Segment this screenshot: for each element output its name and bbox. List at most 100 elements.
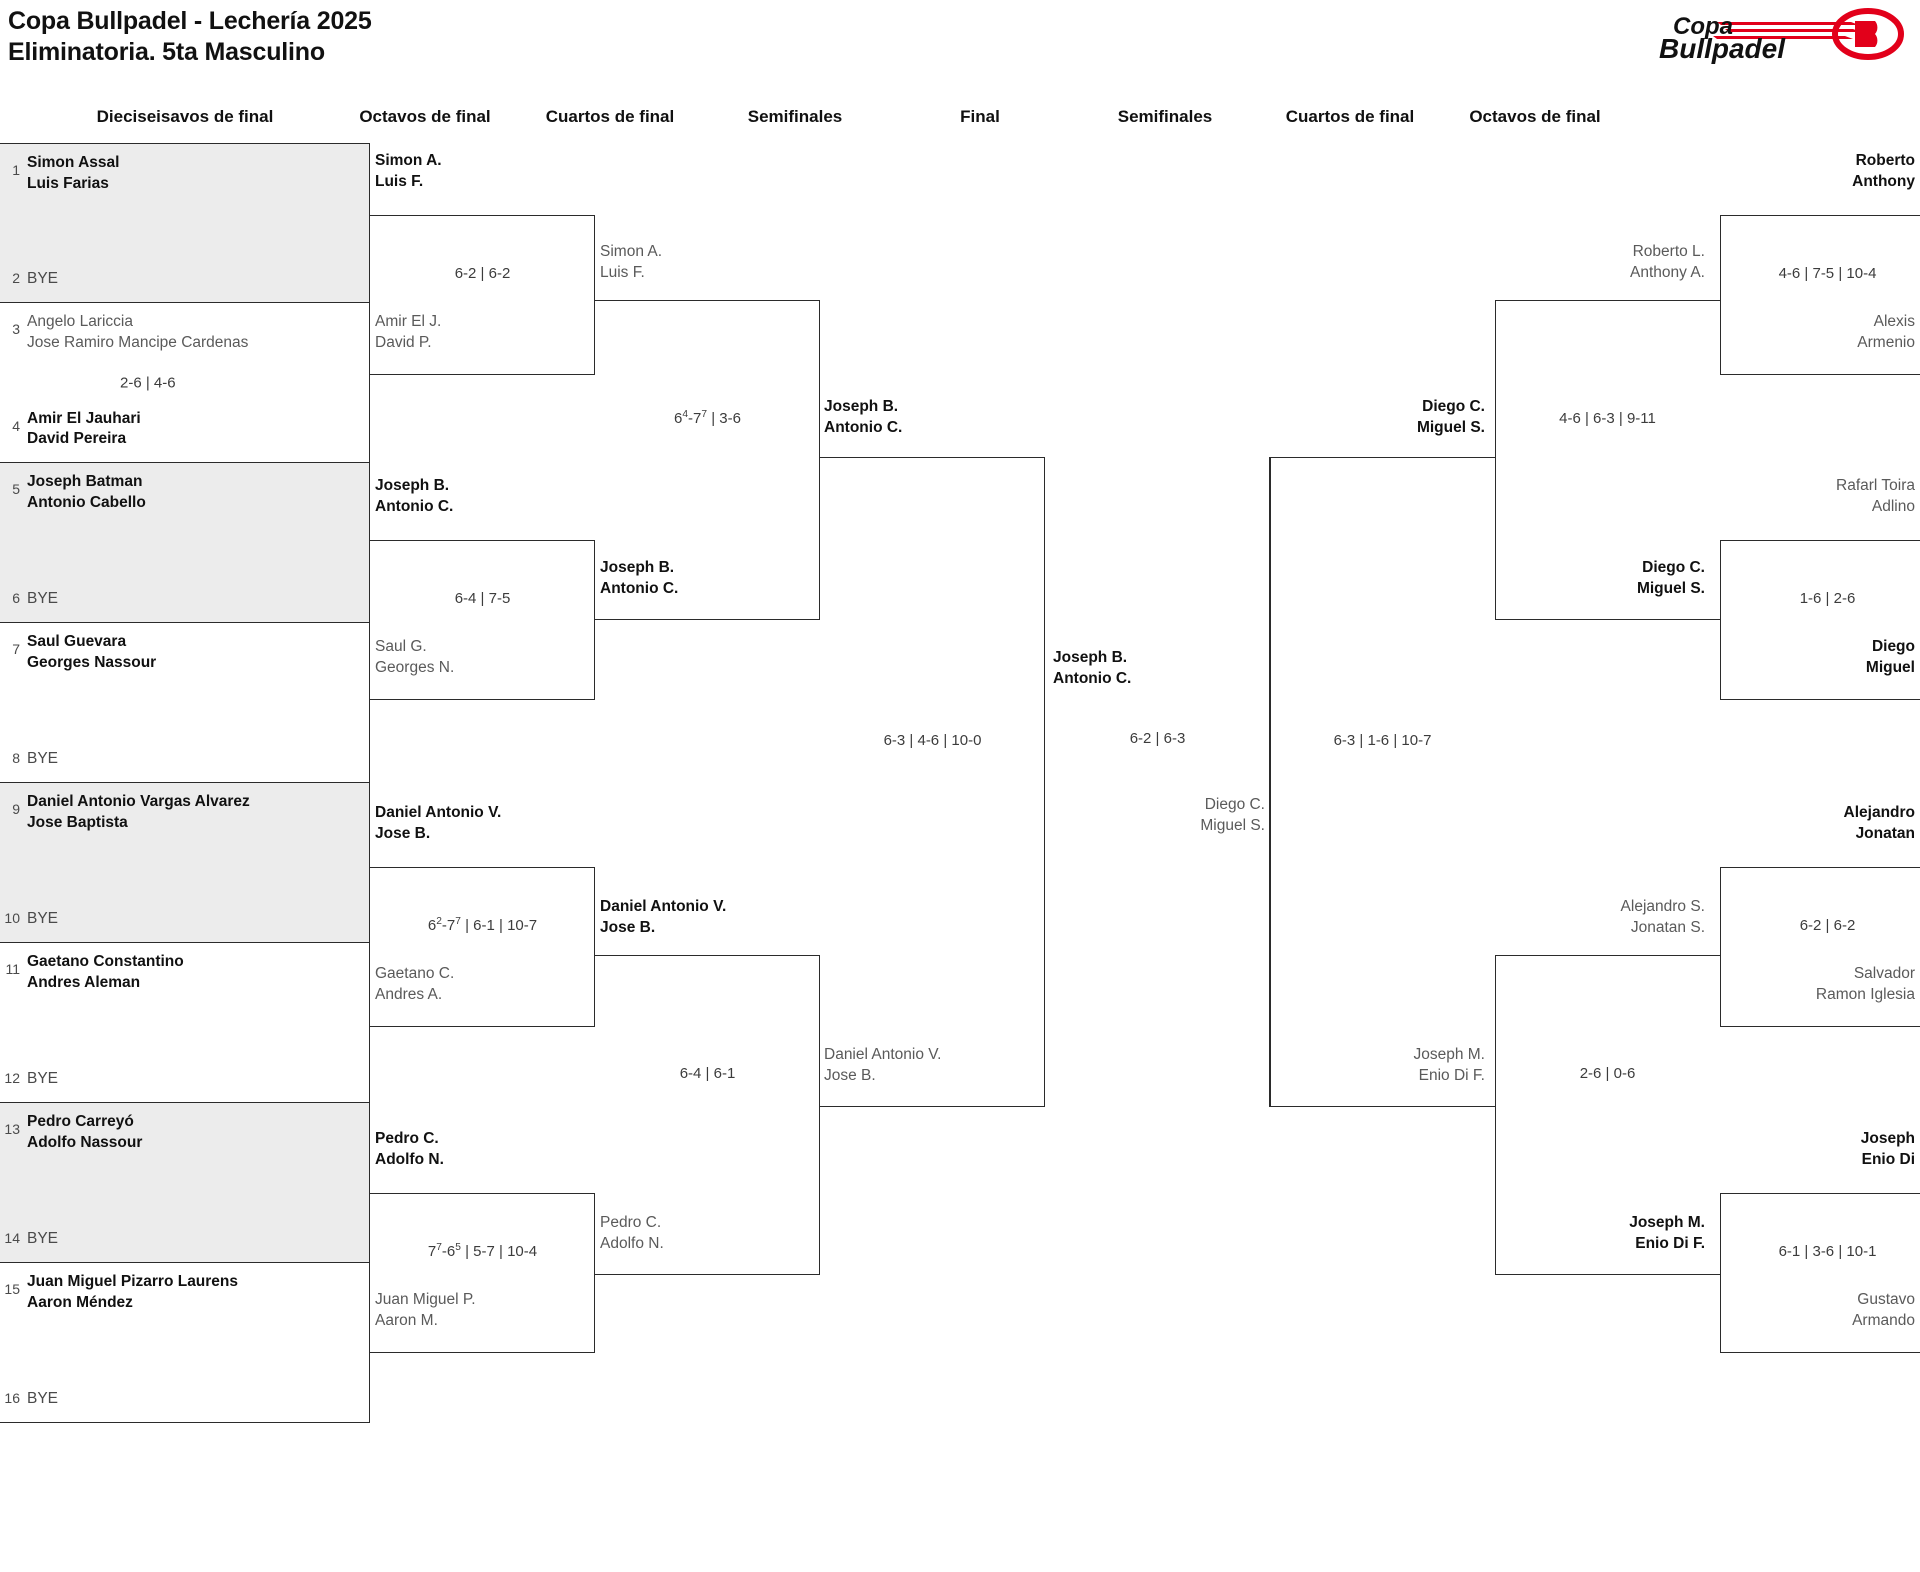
right-r16-score: 6-1 | 3-6 | 10-1 — [1778, 1243, 1877, 1260]
right-r16-score: 4-6 | 7-5 | 10-4 — [1778, 265, 1877, 282]
sf-bottom-names: Daniel Antonio V.Jose B. — [824, 1046, 942, 1084]
seed-number: 13 — [4, 1121, 20, 1137]
seed-row[interactable]: 6 BYE — [0, 581, 370, 610]
right-qf-top-names: Roberto L.Anthony A. — [1630, 243, 1705, 281]
round-heading-right-qf: Cuartos de final — [1285, 107, 1415, 126]
right-sf-score: 6-3 | 1-6 | 10-7 — [1333, 732, 1432, 749]
seed-player-names: BYE — [27, 1230, 59, 1248]
qf-score: 6-4 | 6-1 — [679, 1065, 736, 1082]
seed-player-names: BYE — [27, 590, 59, 608]
seed-player-names: BYE — [27, 1070, 59, 1088]
right-sf-top-names: Diego C.Miguel S. — [1416, 398, 1485, 436]
right-qf-bottom-names: Diego C.Miguel S. — [1636, 559, 1705, 597]
seed-number: 6 — [12, 590, 20, 607]
qf-connector-box — [595, 300, 820, 620]
seed-number: 11 — [5, 961, 20, 977]
r16-connector-box — [370, 1193, 595, 1353]
round-heading-right-r16: Octavos de final — [1469, 107, 1601, 126]
right-r16-connector-box — [1720, 215, 1920, 375]
right-qf-connector-box — [1495, 955, 1720, 1275]
r16-score: 77-65 | 5-7 | 10-4 — [427, 1242, 538, 1260]
bullpadel-b-icon — [1832, 8, 1904, 60]
final-left-names: Joseph B.Antonio C. — [1053, 649, 1132, 687]
seed-block-divider — [368, 463, 370, 622]
seed-block-divider — [368, 144, 370, 302]
r16-bottom-names: Juan Miguel P.Aaron M. — [375, 1291, 476, 1329]
right-qf-bottom-names: Joseph M.Enio Di F. — [1629, 1214, 1705, 1252]
tournament-title: Copa Bullpadel - Lechería 2025 — [8, 7, 372, 35]
qf-top-names: Daniel Antonio V.Jose B. — [600, 898, 727, 936]
sf-score: 6-3 | 4-6 | 10-0 — [883, 732, 982, 749]
seed-block-divider — [368, 1103, 370, 1262]
r16-bottom-names: Gaetano C.Andres A. — [375, 965, 455, 1003]
seed-player-names: BYE — [27, 1390, 59, 1408]
seed-number: 2 — [12, 270, 20, 287]
seed-number: 8 — [12, 750, 20, 767]
seed-number: 9 — [12, 801, 20, 817]
r16-score: 62-77 | 6-1 | 10-7 — [427, 916, 538, 934]
seed-block-divider — [368, 783, 370, 942]
page-title: Copa Bullpadel - Lechería 2025 Eliminato… — [8, 6, 372, 67]
right-r16-score: 6-2 | 6-2 — [1799, 917, 1856, 934]
final-score: 6-2 | 6-3 — [1129, 730, 1186, 747]
qf-connector-box — [595, 955, 820, 1275]
sf-top-names: Joseph B.Antonio C. — [824, 398, 903, 436]
right-r16-connector-box — [1720, 540, 1920, 700]
round-heading-left-sf: Semifinales — [747, 107, 843, 126]
seed-number: 5 — [12, 481, 20, 497]
seed-block-divider — [368, 1263, 370, 1422]
seed-number: 16 — [4, 1390, 20, 1407]
r16-connector-box — [370, 215, 595, 375]
seed-match-score: 2-6 | 4-6 — [120, 374, 176, 391]
sf-connector-box — [820, 457, 1045, 1107]
r16-top-names: Daniel Antonio V.Jose B. — [375, 804, 502, 842]
seed-row[interactable]: 16 BYE — [0, 1381, 370, 1410]
qf-top-names: Simon A.Luis F. — [600, 243, 663, 281]
final-right-names: Diego C.Miguel S. — [1200, 796, 1265, 834]
qf-bottom-names: Pedro C.Adolfo N. — [600, 1214, 664, 1252]
r16-top-names: Joseph B.Antonio C. — [375, 477, 454, 515]
round-heading-final: Final — [960, 107, 1000, 126]
seed-block-divider — [368, 943, 370, 1102]
seed-block-divider — [368, 623, 370, 782]
r16-score: 6-4 | 7-5 — [454, 590, 511, 607]
r16-connector-box — [370, 540, 595, 700]
final-center-rule — [1045, 457, 1270, 1107]
